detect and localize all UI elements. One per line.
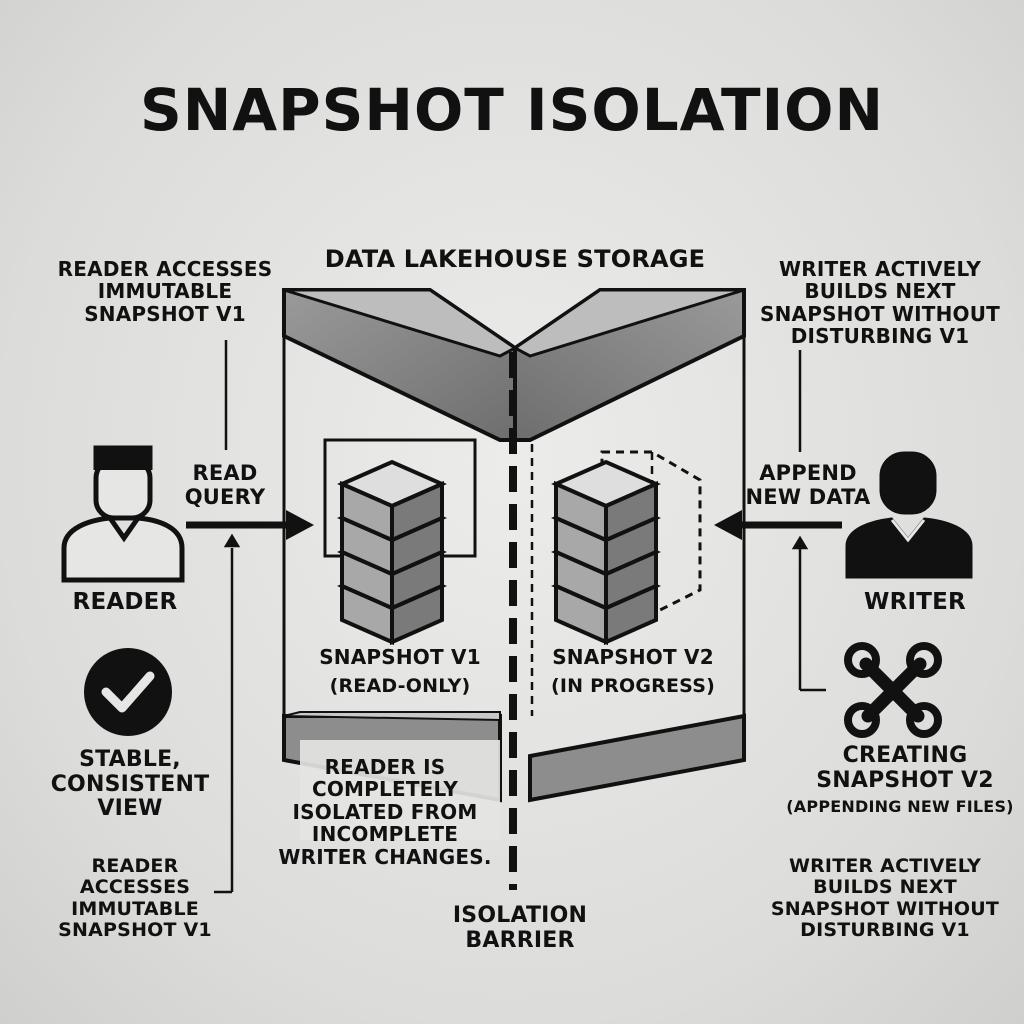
writer-status-detail: (APPENDING NEW FILES) bbox=[786, 797, 1014, 816]
database-stack-icon bbox=[340, 460, 444, 644]
snapshot-v1-state: (READ-ONLY) bbox=[329, 675, 471, 697]
writer-note-top: WRITER ACTIVELY BUILDS NEXT SNAPSHOT WIT… bbox=[760, 257, 1000, 349]
read-query-label: READ QUERY bbox=[184, 461, 266, 509]
person-filled-icon bbox=[845, 451, 973, 579]
database-stack-dashed-icon bbox=[530, 444, 702, 716]
isolation-barrier-label: ISOLATION BARRIER bbox=[452, 903, 588, 953]
reader-status: STABLE, CONSISTENT VIEW bbox=[50, 747, 210, 822]
writer-label: WRITER bbox=[864, 589, 966, 615]
page-title: SNAPSHOT ISOLATION bbox=[139, 76, 885, 144]
snapshot-v2-state: (IN PROGRESS) bbox=[551, 675, 715, 697]
reader-label: READER bbox=[72, 589, 178, 615]
snapshot-v2-label: SNAPSHOT V2 bbox=[552, 645, 714, 669]
isolation-note: READER IS COMPLETELY ISOLATED FROM INCOM… bbox=[278, 755, 492, 869]
wrench-icon bbox=[844, 642, 942, 738]
storage-label: DATA LAKEHOUSE STORAGE bbox=[324, 245, 706, 273]
annotation-leaders bbox=[214, 340, 826, 894]
reader-note-top: READER ACCESSES IMMUTABLE SNAPSHOT V1 bbox=[57, 257, 273, 326]
writer-note-bottom: WRITER ACTIVELY BUILDS NEXT SNAPSHOT WIT… bbox=[770, 855, 1000, 941]
append-data-label: APPEND NEW DATA bbox=[745, 461, 871, 509]
check-circle-icon bbox=[84, 648, 172, 736]
storage-bottom-wall bbox=[282, 711, 746, 840]
reader-note-bottom: READER ACCESSES IMMUTABLE SNAPSHOT V1 bbox=[58, 855, 212, 941]
snapshot-v1-label: SNAPSHOT V1 bbox=[319, 645, 481, 669]
person-outline-icon bbox=[61, 445, 185, 583]
storage-top-wall bbox=[282, 288, 746, 716]
writer-status: CREATING SNAPSHOT V2 bbox=[816, 743, 994, 793]
